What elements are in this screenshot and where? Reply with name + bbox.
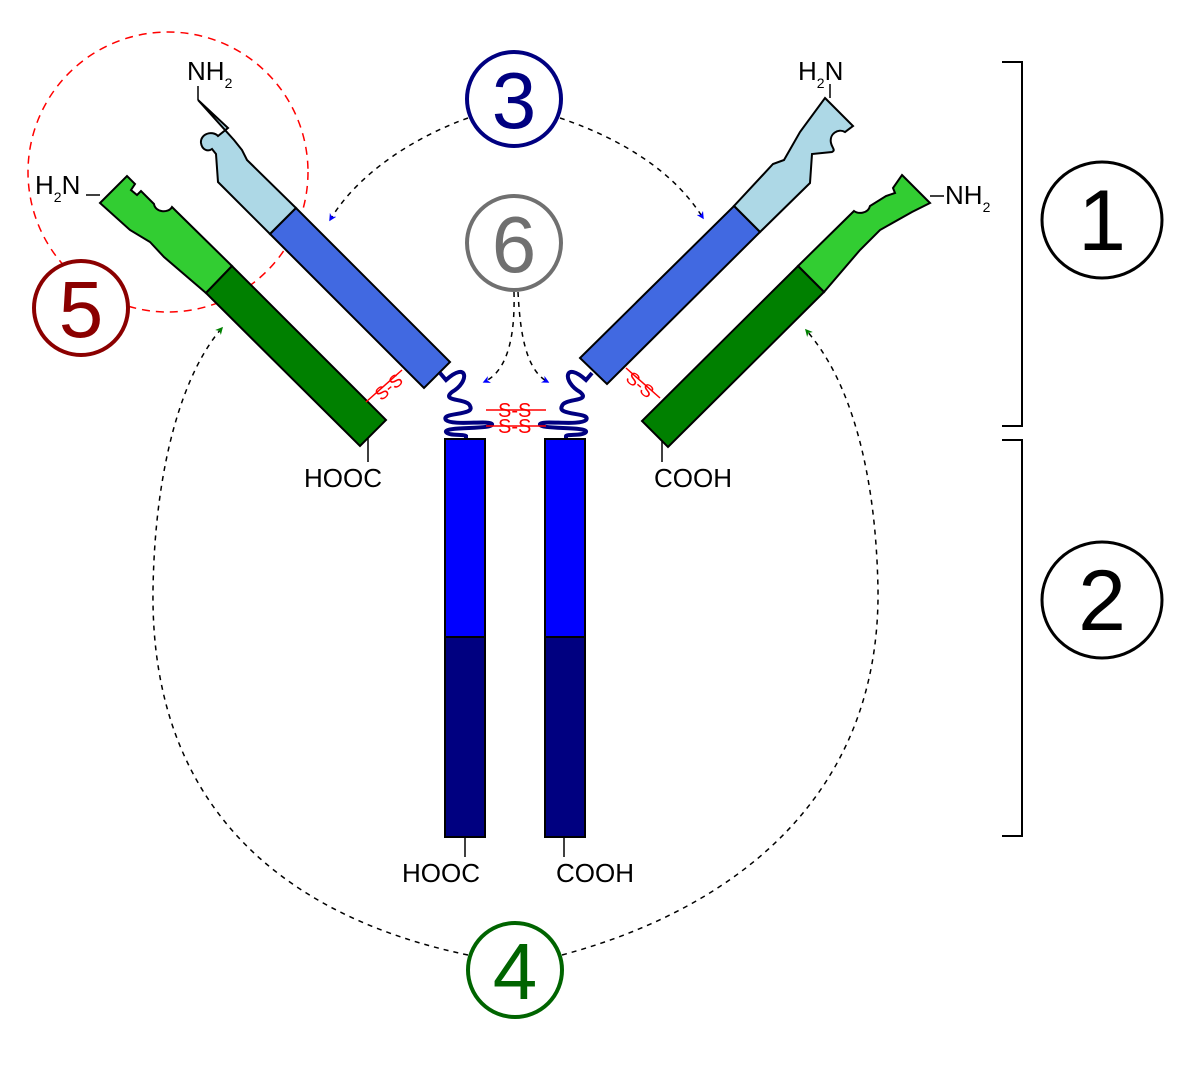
right-ch2-domain	[544, 438, 586, 638]
left-light-constant	[204, 264, 388, 448]
hinge-disulfide-label-1: S-S	[498, 400, 531, 422]
left-disulfide-label: S-S	[371, 370, 407, 405]
right-light-variable	[796, 173, 932, 294]
left-light-variable	[98, 174, 234, 295]
right-disulfide-label: S-S	[622, 368, 658, 403]
label-3-heavy-chain: 3	[465, 50, 563, 148]
variable-region-circle	[27, 31, 309, 313]
left-heavy-variable-tip	[197, 99, 298, 236]
label-4-light-chain: 4	[466, 921, 564, 1019]
left-ch3-domain	[444, 636, 486, 838]
svg-text:4: 4	[493, 927, 538, 1016]
right-light-c-terminus: COOH	[654, 463, 732, 493]
arrow-3-left	[329, 117, 469, 222]
arrow-6-right	[517, 291, 550, 383]
svg-text:6: 6	[492, 200, 537, 289]
right-heavy-chain-fab	[578, 96, 855, 386]
arrow-4-right	[561, 328, 879, 956]
left-heavy-domain	[268, 206, 452, 390]
right-ch3-domain	[544, 636, 586, 838]
left-heavy-fc	[444, 438, 486, 838]
right-heavy-n-terminus: H2N	[798, 56, 843, 91]
right-disulfide-link	[625, 367, 661, 399]
label-1-fab-region: 1	[1040, 160, 1164, 280]
right-hinge	[537, 370, 594, 440]
left-heavy-n-terminus: NH2	[187, 56, 233, 91]
svg-text:5: 5	[59, 265, 104, 354]
arrow-4-left	[152, 326, 469, 956]
right-heavy-domain	[578, 204, 762, 386]
left-disulfide-link	[365, 369, 403, 403]
arrow-6-left	[482, 291, 515, 383]
bracket-fc	[1002, 439, 1023, 837]
left-hinge	[438, 370, 495, 440]
label-6-hinge-region: 6	[465, 194, 563, 292]
left-light-chain	[98, 174, 388, 448]
right-heavy-c-terminus: COOH	[556, 858, 634, 888]
right-light-n-terminus: NH2	[945, 180, 991, 215]
label-5-paratope: 5	[32, 259, 130, 357]
left-light-c-terminus: HOOC	[304, 463, 382, 493]
arrow-3-right	[559, 117, 704, 220]
left-ch2-domain	[444, 438, 486, 638]
svg-text:2: 2	[1078, 553, 1126, 649]
left-light-n-terminus: H2N	[35, 170, 80, 205]
hinge-disulfides: S-S S-S	[486, 400, 546, 438]
bracket-fab	[1002, 61, 1023, 427]
left-heavy-c-terminus: HOOC	[402, 858, 480, 888]
left-heavy-chain-fab	[197, 99, 452, 390]
label-2-fc-region: 2	[1040, 540, 1164, 660]
right-heavy-fc	[544, 438, 586, 838]
svg-text:3: 3	[492, 56, 537, 145]
right-light-chain	[640, 173, 932, 449]
right-light-constant	[640, 264, 826, 449]
right-heavy-variable-tip	[732, 96, 855, 234]
svg-text:1: 1	[1078, 173, 1126, 269]
hinge-disulfide-label-2: S-S	[498, 416, 531, 438]
